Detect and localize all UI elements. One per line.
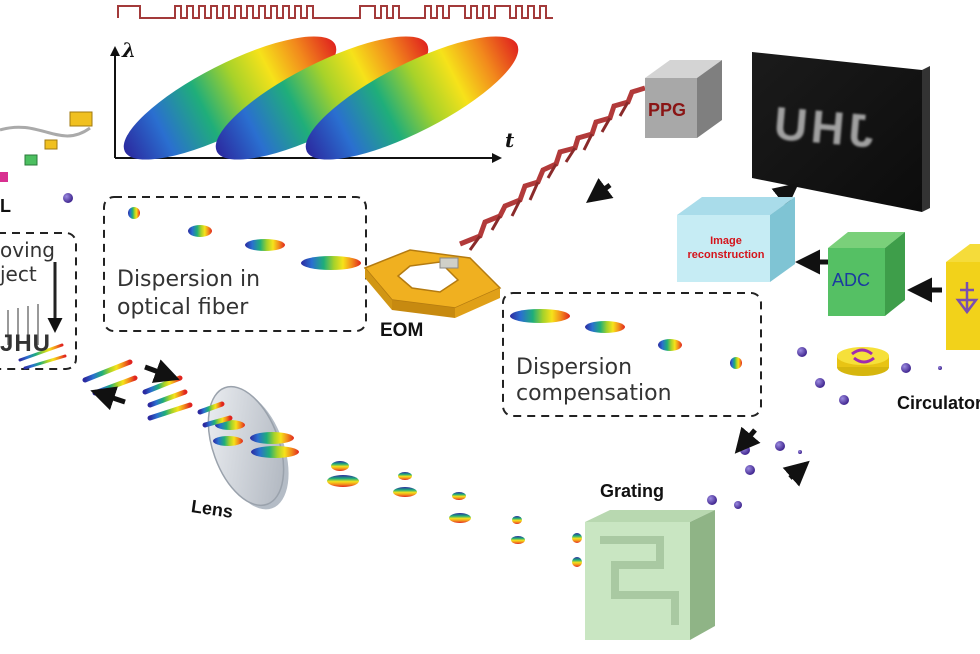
ppg-cube — [645, 60, 722, 138]
spectral-fans — [82, 359, 233, 428]
recon-to-screen-arrow — [771, 182, 799, 209]
chirped-pulse-ellipses — [123, 36, 519, 160]
pulse-dots — [63, 193, 942, 509]
circulator-to-grating-arrow — [734, 426, 761, 454]
y-axis-symbol: λ — [122, 38, 137, 62]
adc-label: ADC — [832, 270, 871, 290]
lens-forward-arrow — [144, 359, 180, 383]
image-reconstruction-label-line2: reconstruction — [687, 249, 765, 261]
x-axis-symbol: t — [505, 128, 515, 152]
grating-block — [585, 510, 715, 640]
dispersion-fiber-box — [103, 196, 367, 332]
circulator-label: Circulator — [897, 393, 980, 413]
adc-cube — [828, 232, 905, 316]
object-letters: JHU — [0, 330, 52, 357]
moving-object-label-line2: ject — [0, 262, 37, 286]
eom-label: EOM — [380, 320, 424, 341]
eom-device — [363, 249, 502, 318]
lens-grating-pulses — [327, 461, 582, 567]
ppg-label: PPG — [648, 100, 687, 120]
laser-label: L — [0, 196, 11, 216]
compensation-pulses — [510, 309, 742, 369]
circulator-device — [837, 347, 889, 376]
grating-to-circulator-arrow — [782, 460, 810, 487]
laser-source — [0, 111, 93, 182]
pulse-pattern-waveform — [117, 5, 553, 19]
ppg-to-eom-arrow — [586, 178, 614, 203]
rf-signal-ribbon — [459, 85, 646, 247]
grating-label: Grating — [600, 481, 665, 501]
image-screen — [752, 52, 930, 212]
dispersion-comp-label-line1: Dispersion — [516, 355, 633, 380]
object-bars — [7, 304, 39, 345]
moving-object-label-line1: oving — [0, 238, 55, 262]
dispersion-compensation-box — [502, 292, 762, 417]
dispersion-comp-label-line2: compensation — [516, 381, 672, 406]
dispersion-fiber-label-line1: Dispersion in — [117, 267, 261, 292]
reconstructed-image-text: JHU — [767, 96, 877, 158]
fiber-pulses — [128, 207, 361, 270]
object-fans — [18, 343, 67, 370]
dispersion-fiber-label-line2: optical fiber — [117, 295, 249, 320]
image-reconstruction-label-line1: Image — [710, 235, 742, 247]
lens-return-arrow — [90, 386, 126, 411]
moving-object-box — [0, 232, 77, 370]
image-reconstruction-cube — [677, 197, 795, 282]
photodetector-cube — [946, 244, 980, 350]
